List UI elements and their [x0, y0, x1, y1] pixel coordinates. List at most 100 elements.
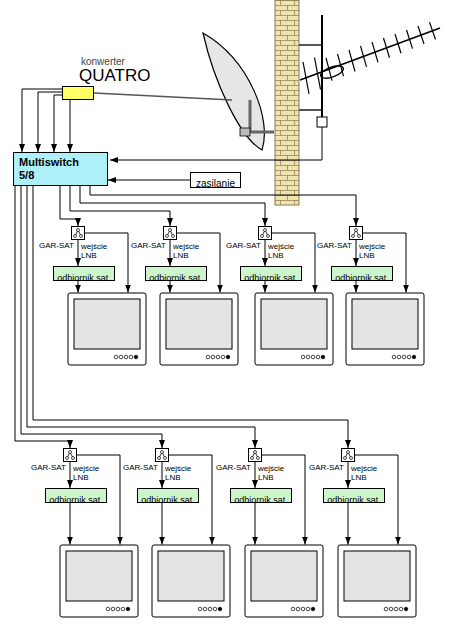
receiver-label: odbiornik sat.: [244, 272, 298, 285]
cable: [78, 240, 79, 266]
power-label: zasilanie: [196, 177, 235, 191]
cable: [62, 98, 70, 152]
tv-knob: [218, 607, 222, 611]
tv-knob: [321, 355, 325, 359]
cable: [90, 186, 356, 226]
tv-housing: [60, 545, 138, 617]
tv-knob: [397, 355, 401, 359]
converter-caption: konwerter: [81, 56, 125, 67]
splitter-label: GAR-SAT: [30, 463, 67, 472]
cable: [27, 186, 255, 448]
tv-knob: [402, 355, 406, 359]
antenna-socket: [317, 117, 327, 127]
tv-screen: [74, 299, 140, 349]
cable: [348, 462, 349, 488]
splitter-label: GAR-SAT: [122, 463, 159, 472]
receiver-box: odbiornik sat.: [240, 266, 302, 281]
tv-knob: [213, 607, 217, 611]
input-label: wejście LNB: [351, 464, 383, 482]
tv-knob: [311, 355, 315, 359]
lnb-arm: [94, 93, 232, 100]
tv-knob: [221, 355, 225, 359]
tv-screen: [344, 551, 410, 601]
tv-knob: [114, 355, 118, 359]
tv-set: [60, 455, 138, 617]
splitter-label: GAR-SAT: [225, 241, 262, 250]
antenna-element: [303, 62, 309, 94]
tv-housing: [255, 293, 333, 365]
splitter-box: GAR-SAT: [163, 226, 177, 240]
cable: [22, 89, 62, 152]
antenna-element: [315, 58, 321, 90]
tv-knob: [306, 355, 310, 359]
cable: [70, 462, 71, 488]
receiver-label: odbiornik sat.: [141, 494, 195, 507]
tv-knob: [392, 355, 396, 359]
tv-knob: [106, 607, 110, 611]
video-cable: [162, 503, 163, 545]
power-supply-box: zasilanie: [190, 172, 241, 188]
receiver-box: odbiornik sat.: [323, 488, 385, 503]
tv-knob: [296, 607, 300, 611]
folded-dipole: [319, 63, 345, 81]
tv-knob: [116, 607, 120, 611]
tv-knob: [211, 355, 215, 359]
tv-screen: [66, 551, 132, 601]
tv-housing: [160, 293, 238, 365]
tv-knob: [129, 355, 133, 359]
tv-knob: [206, 355, 210, 359]
splitter-box: GAR-SAT: [248, 448, 262, 462]
tv-knob: [121, 607, 125, 611]
tv-knob: [126, 607, 130, 611]
tv-knob: [119, 355, 123, 359]
tv-sets: [60, 233, 424, 617]
antenna-element: [430, 22, 436, 39]
tv-set: [152, 455, 230, 617]
antenna-mast: [321, 15, 323, 120]
tv-knob: [111, 607, 115, 611]
tv-knob: [399, 607, 403, 611]
tv-screen: [166, 299, 232, 349]
antenna-element: [407, 30, 413, 49]
cable: [265, 240, 266, 266]
splitter-symbol: [64, 449, 76, 461]
tv-set: [160, 233, 238, 365]
cable: [80, 186, 265, 226]
receiver-label: odbiornik sat.: [234, 494, 288, 507]
tv-knob: [412, 355, 416, 359]
tv-set: [245, 455, 323, 617]
splitter-box: GAR-SAT: [71, 226, 85, 240]
tv-knob: [389, 607, 393, 611]
receiver-box: odbiornik sat.: [145, 266, 207, 281]
tv-knob: [311, 607, 315, 611]
converter-name: QUATRO: [79, 67, 150, 85]
receiver-box: odbiornik sat.: [230, 488, 292, 503]
tv-set: [346, 233, 424, 365]
antenna-element: [372, 42, 378, 62]
cable: [60, 186, 78, 226]
cable: [162, 462, 163, 488]
tv-knob: [407, 355, 411, 359]
splitter-box: GAR-SAT: [258, 226, 272, 240]
video-cable: [70, 503, 71, 545]
tv-housing: [338, 545, 416, 617]
dish-mount: [250, 100, 274, 132]
tv-knob: [404, 607, 408, 611]
splitter-box: GAR-SAT: [63, 448, 77, 462]
video-cable: [348, 503, 349, 545]
receiver-label: odbiornik sat.: [57, 272, 111, 285]
tv-screen: [251, 551, 317, 601]
tv-knob: [216, 355, 220, 359]
tv-housing: [346, 293, 424, 365]
tv-set: [338, 455, 416, 617]
tv-housing: [68, 293, 146, 365]
antenna-element: [384, 38, 390, 58]
input-label: wejście LNB: [359, 242, 391, 260]
splitter-label: GAR-SAT: [215, 463, 252, 472]
tv-screen: [261, 299, 327, 349]
receiver-label: odbiornik sat.: [49, 494, 103, 507]
tv-housing: [152, 545, 230, 617]
cable: [255, 462, 256, 488]
brick-wall: [275, 0, 299, 205]
input-label: wejście LNB: [258, 464, 290, 482]
